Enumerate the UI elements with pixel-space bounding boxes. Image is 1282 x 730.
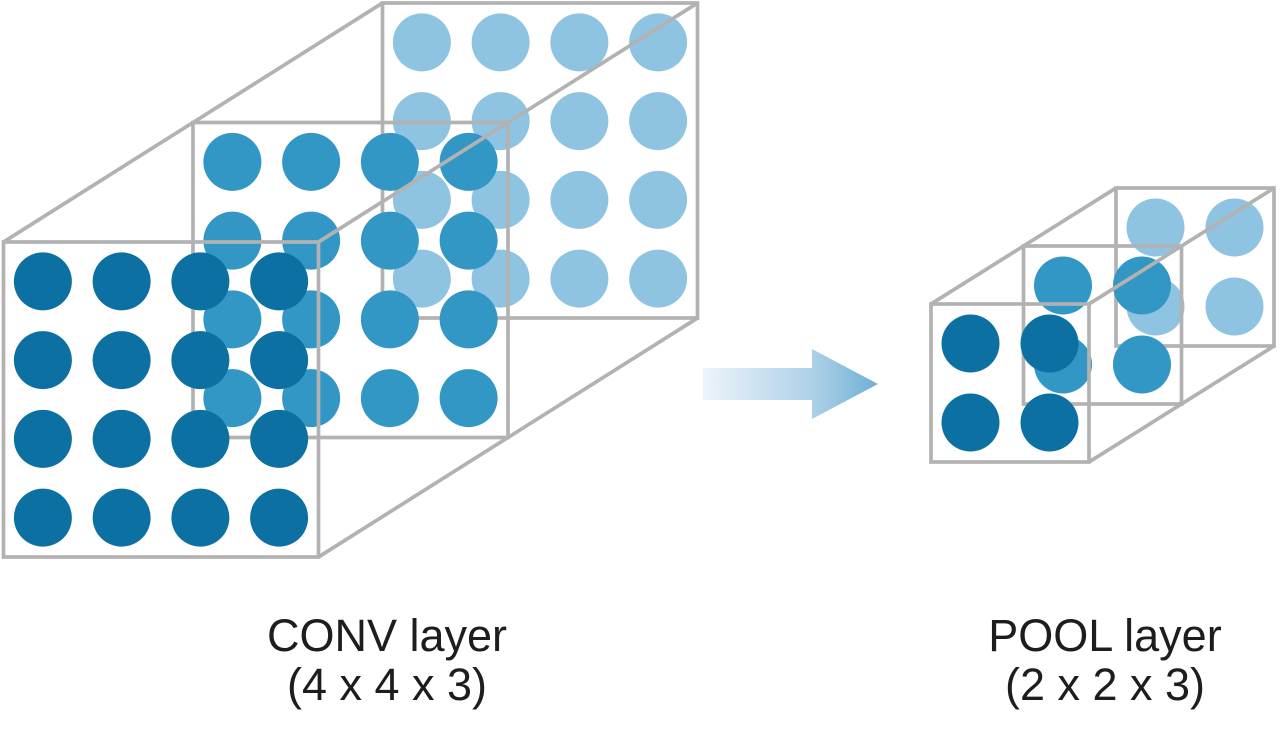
conv-slice-2-unit bbox=[629, 92, 688, 151]
pool-slice-0-frame bbox=[929, 302, 1091, 464]
captions: CONV layer (4 x 4 x 3) POOL layer (2 x 2… bbox=[267, 610, 1222, 710]
conv-layer-dims: (4 x 4 x 3) bbox=[287, 659, 487, 710]
conv-slice-2-unit bbox=[550, 170, 609, 229]
conv-slice-1-unit bbox=[203, 290, 262, 349]
conv-slice-0-unit bbox=[92, 409, 151, 468]
conv-slice-2-unit bbox=[471, 249, 530, 308]
pool-depth-edge-top-left bbox=[930, 186, 1117, 306]
conv-slice-1-unit bbox=[439, 290, 498, 349]
conv-slice-2-unit bbox=[550, 249, 609, 308]
conv-slice-0-unit bbox=[13, 409, 72, 468]
conv-depth-edge-top-right bbox=[317, 1, 699, 244]
conv-layer-title: CONV layer bbox=[267, 610, 507, 661]
conv-slice-1-unit bbox=[360, 211, 419, 270]
pool-depth-edge-bottom-right bbox=[1088, 344, 1275, 464]
pool-depth-edge-top-right bbox=[1088, 186, 1275, 306]
conv-slice-0-unit bbox=[250, 252, 309, 311]
conv-slice-1-unit bbox=[203, 132, 262, 191]
conv-slice-2-unit bbox=[629, 249, 688, 308]
conv-slice-1-unit bbox=[203, 369, 262, 428]
conv-depth-edge-top-left bbox=[2, 1, 384, 244]
conv-depth-edge-bottom-right bbox=[317, 316, 699, 559]
conv-slice-0-unit bbox=[92, 488, 151, 547]
conv-slice-2-unit bbox=[471, 170, 530, 229]
conv-slice-1-unit bbox=[360, 369, 419, 428]
pool-slice-1-frame bbox=[1021, 244, 1184, 406]
pool-slice-2-frame bbox=[1114, 186, 1276, 348]
conv-slice-0-unit bbox=[171, 488, 230, 547]
conv-slice-0-unit bbox=[92, 252, 151, 311]
conv-slice-0-unit bbox=[171, 409, 230, 468]
conv-slice-0-frame bbox=[1, 240, 321, 559]
conv-slice-2-unit bbox=[550, 92, 609, 151]
conv-slice-1-unit bbox=[282, 369, 341, 428]
conv-slice-0-unit bbox=[171, 252, 230, 311]
pool-slice-0-unit bbox=[941, 393, 1000, 452]
conv-slice-0-unit bbox=[250, 488, 309, 547]
conv-slice-1-unit bbox=[439, 369, 498, 428]
conv-slice-0-unit bbox=[171, 331, 230, 390]
conv-slice-1-unit bbox=[439, 211, 498, 270]
conv-slice-2-unit bbox=[550, 13, 609, 72]
pool-layer-title: POOL layer bbox=[988, 610, 1221, 661]
conv-slice-0-unit bbox=[13, 252, 72, 311]
conv-slice-2-unit bbox=[392, 13, 451, 72]
pool-slice-2-unit bbox=[1126, 198, 1185, 257]
conv-slice-0-unit bbox=[250, 331, 309, 390]
pool-slice-1-unit bbox=[1034, 256, 1092, 315]
conv-layer-group bbox=[1, 1, 700, 559]
conv-slice-2-unit bbox=[471, 13, 530, 72]
conv-slice-2-unit bbox=[629, 170, 688, 229]
conv-slice-2-unit bbox=[392, 249, 451, 308]
conv-slice-1-unit bbox=[360, 290, 419, 349]
conv-slice-2-unit bbox=[629, 13, 688, 72]
pooling-arrow-icon bbox=[703, 349, 878, 419]
conv-slice-1-unit bbox=[282, 290, 341, 349]
pool-slice-1-unit bbox=[1113, 256, 1171, 315]
conv-slice-0-unit bbox=[13, 488, 72, 547]
conv-slice-1-unit bbox=[282, 132, 341, 191]
pool-slice-0-unit bbox=[1020, 393, 1079, 452]
pool-slice-1-unit bbox=[1113, 335, 1171, 394]
pool-layer-dims: (2 x 2 x 3) bbox=[1005, 659, 1205, 710]
pool-slice-0-unit bbox=[941, 314, 1000, 373]
pool-slice-2-unit bbox=[1205, 198, 1264, 257]
pool-slice-0-unit bbox=[1020, 314, 1079, 373]
conv-slice-0-unit bbox=[13, 331, 72, 390]
pool-slice-2-unit bbox=[1205, 277, 1264, 336]
conv-slice-0-unit bbox=[92, 331, 151, 390]
pool-layer-group bbox=[929, 186, 1276, 464]
conv-slice-1-unit bbox=[439, 132, 498, 191]
conv-slice-0-unit bbox=[250, 409, 309, 468]
conv-slice-1-unit bbox=[360, 132, 419, 191]
